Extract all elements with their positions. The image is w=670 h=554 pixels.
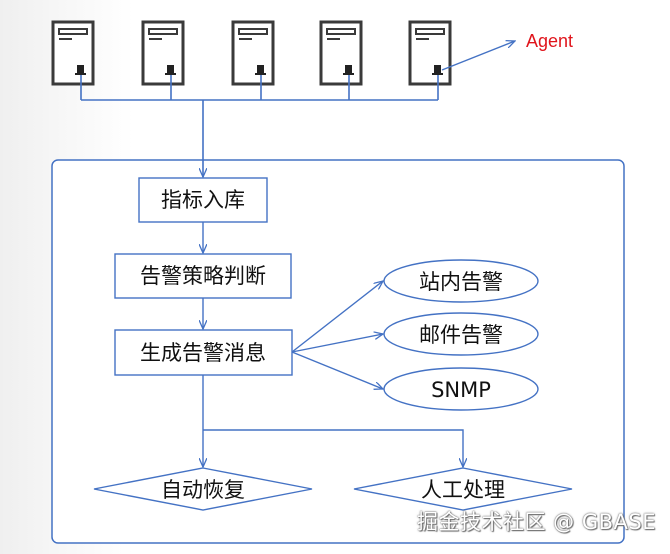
auto-recover-label: 自动恢复 — [161, 478, 245, 502]
server-icon — [408, 20, 452, 86]
server-icon — [319, 20, 363, 86]
agent-arrow — [441, 41, 515, 71]
mail-alert-ellipse — [383, 312, 539, 356]
to-snmp-arrow — [291, 351, 383, 389]
snmp-ellipse — [383, 367, 539, 411]
server-bus — [80, 75, 439, 101]
to-mail-arrow — [291, 334, 383, 353]
strategy-label: 告警策略判断 — [140, 264, 266, 288]
generate-label: 生成告警消息 — [140, 341, 266, 365]
server-icon — [51, 20, 95, 86]
site-alert-label: 站内告警 — [419, 270, 503, 294]
site-alert-ellipse — [383, 259, 539, 303]
agent-label: Agent — [526, 31, 573, 51]
server-icon — [141, 20, 185, 86]
manual-handle-diamond — [353, 467, 573, 511]
ingest-label: 指标入库 — [161, 188, 245, 212]
auto-recover-diamond — [93, 467, 313, 511]
mail-alert-label: 邮件告警 — [419, 323, 503, 347]
to-site-arrow — [291, 281, 383, 353]
server-icon — [231, 20, 275, 86]
manual-handle-label: 人工处理 — [421, 478, 505, 502]
watermark-text: 掘金技术社区 @ GBASE — [417, 510, 656, 534]
to-manual-arrow — [203, 429, 463, 467]
snmp-label: SNMP — [431, 378, 491, 402]
strategy-box — [114, 253, 292, 299]
generate-box — [114, 329, 293, 376]
